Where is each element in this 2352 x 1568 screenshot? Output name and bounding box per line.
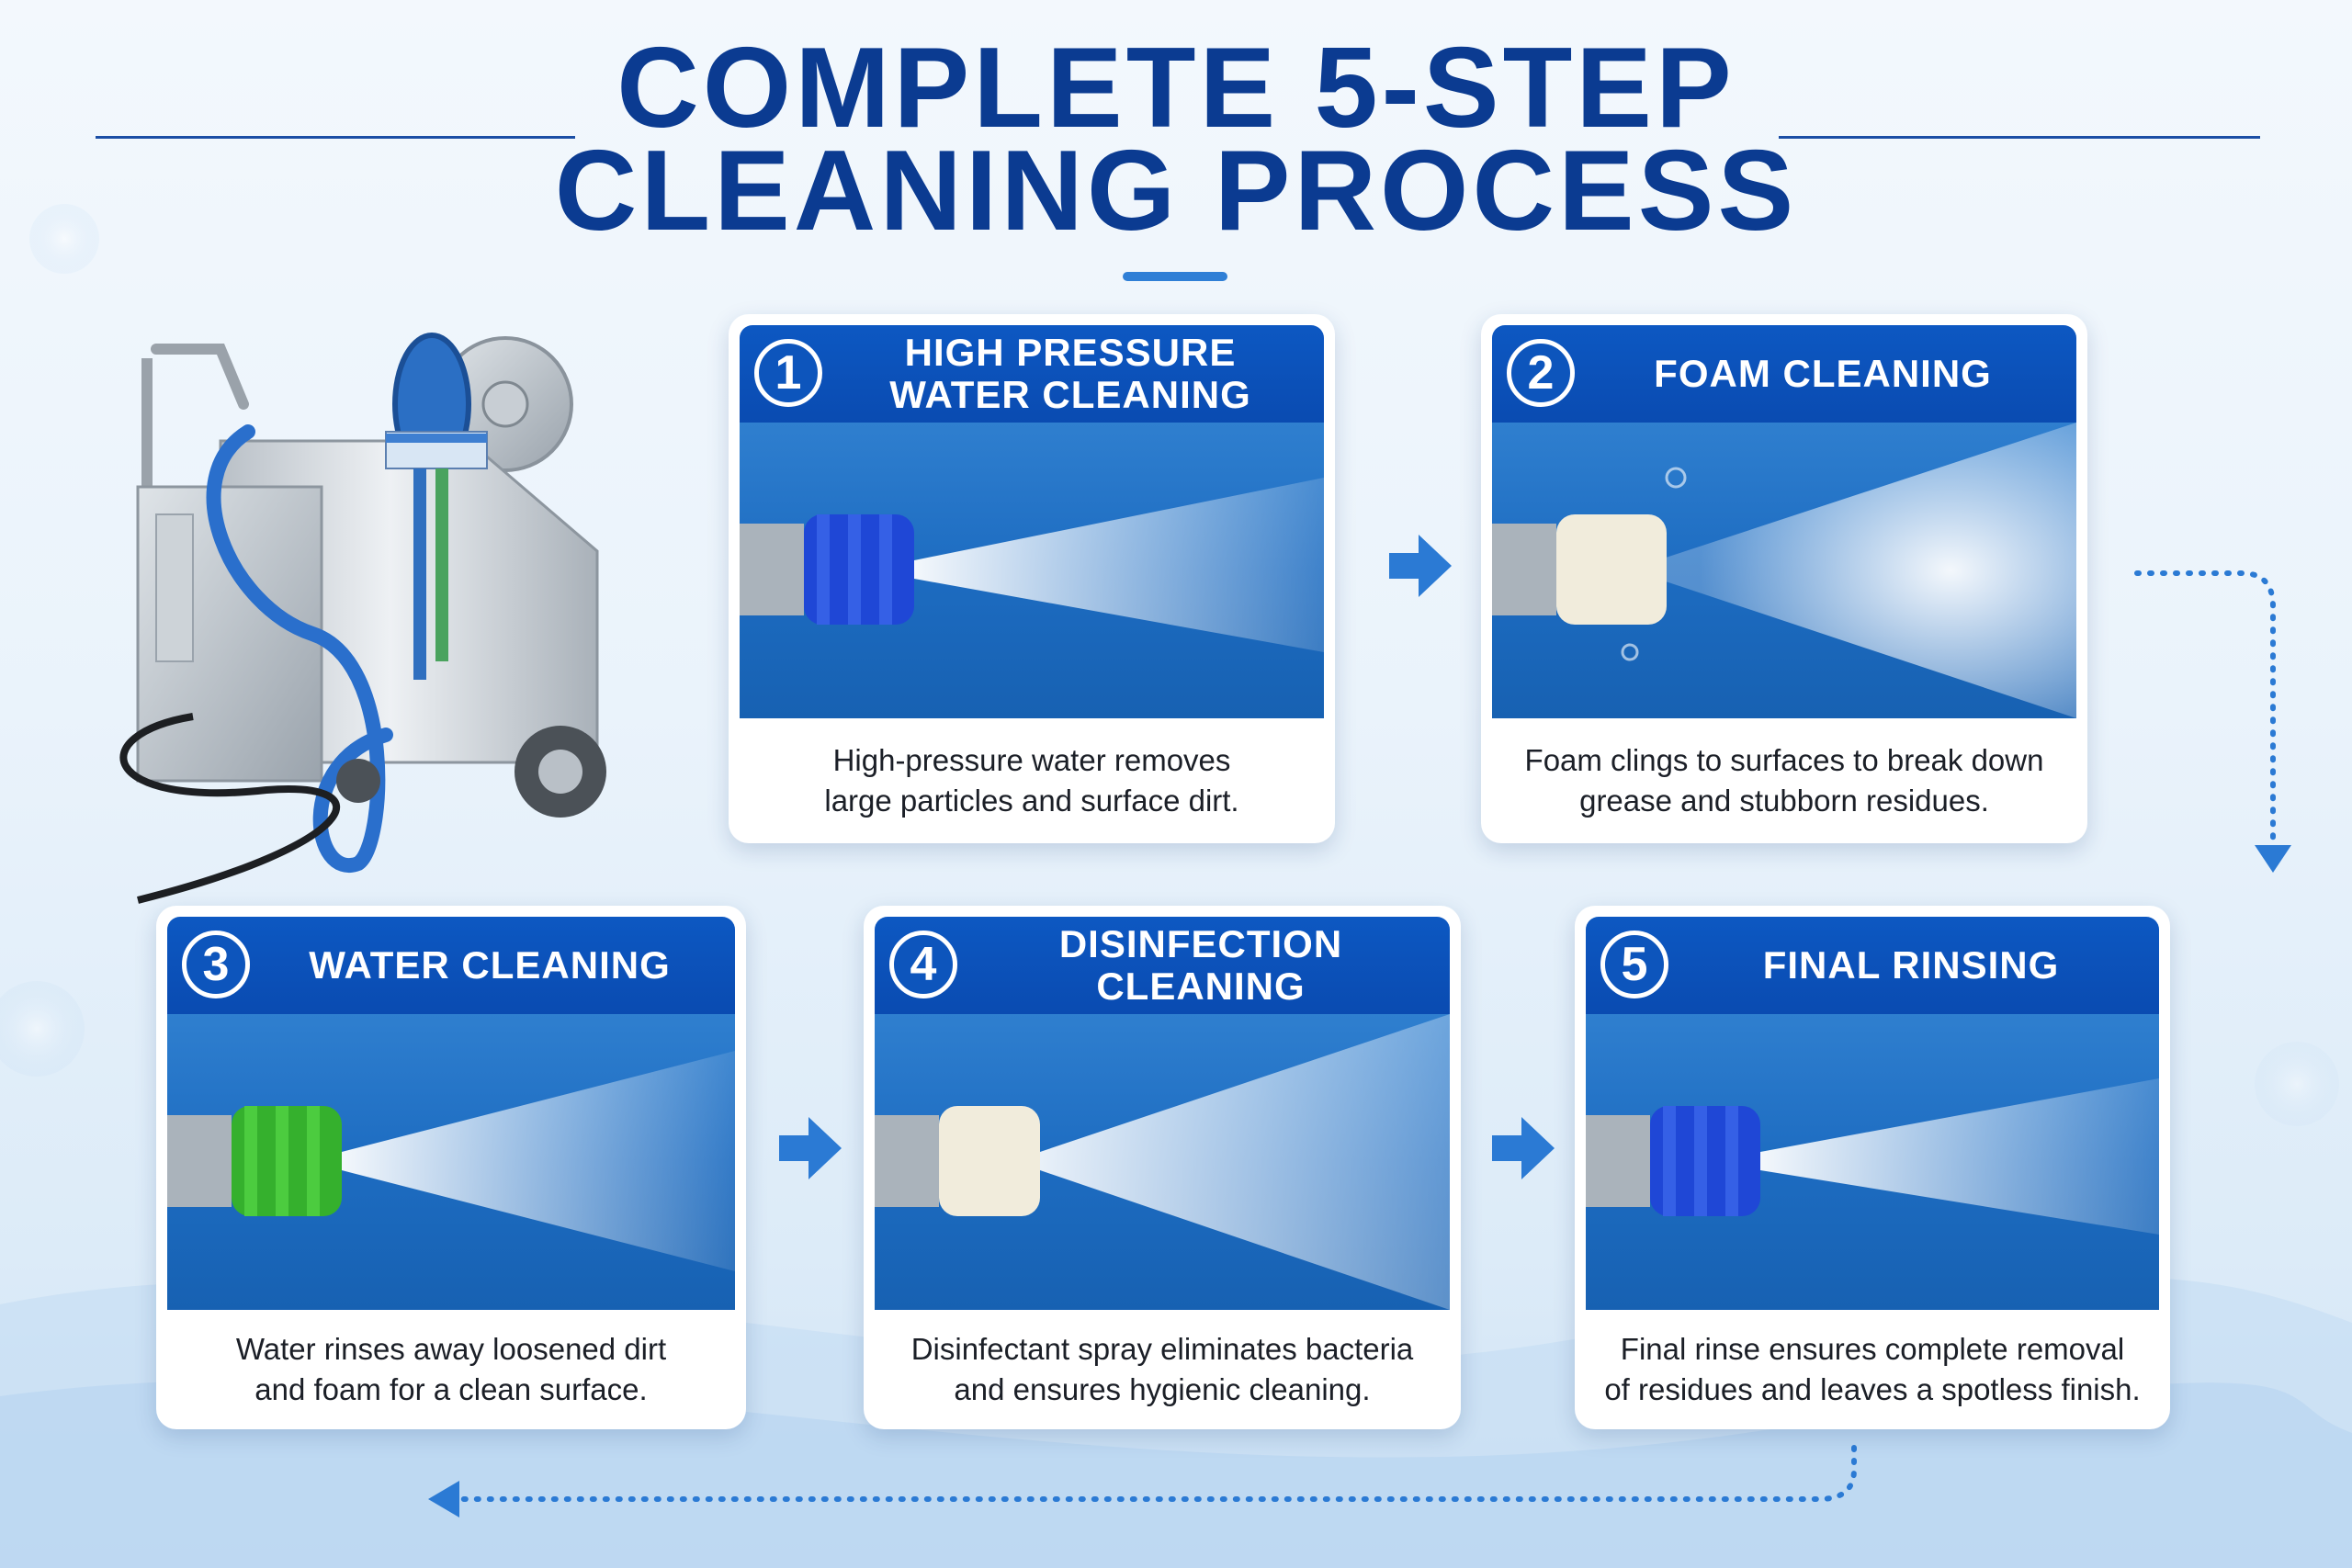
right-arrow-icon: [1389, 535, 1452, 597]
step-desc-line2: large particles and surface dirt.: [824, 784, 1239, 818]
pressure-washer-machine-icon: [119, 333, 606, 904]
step-desc-line2: grease and stubborn residues.: [1579, 784, 1989, 818]
step-number-badge: 3: [182, 931, 250, 998]
step-photo: [1586, 1014, 2159, 1310]
step-desc-line2: of residues and leaves a spotless finish…: [1604, 1372, 2141, 1406]
step-desc-line1: High-pressure water removes: [832, 743, 1231, 777]
step-card-3: 3 WATER CLEANING Water rinses away loose…: [156, 906, 746, 1429]
step-title: DISINFECTION CLEANING: [1058, 922, 1343, 1008]
step-title-line2: WATER CLEANING: [889, 373, 1251, 416]
step-photo: [740, 423, 1324, 718]
step-photo: [167, 1014, 735, 1310]
title-rule-right: [1779, 136, 2260, 139]
step-number-badge: 4: [889, 931, 957, 998]
step-card-2: 2 FOAM CLEANING Foam clings to surfaces …: [1481, 314, 2087, 843]
step-number-badge: 5: [1600, 931, 1668, 998]
spray-nozzle-icon: [167, 1051, 735, 1271]
right-arrow-icon: [1492, 1117, 1555, 1179]
step-desc-line1: Foam clings to surfaces to break down: [1524, 743, 2044, 777]
spray-nozzle-icon: [1492, 423, 2076, 718]
title-underline: [1123, 272, 1227, 281]
step-header: 2 FOAM CLEANING: [1492, 325, 2076, 423]
step-photo: [1492, 423, 2076, 718]
page-title-line1: COMPLETE 5-STEP: [616, 25, 1736, 152]
step-number-badge: 2: [1507, 339, 1575, 407]
step-description: Disinfectant spray eliminates bacteria an…: [875, 1310, 1450, 1429]
step-desc-line1: Water rinses away loosened dirt: [235, 1332, 667, 1366]
right-arrow-icon: [779, 1117, 842, 1179]
step-description: Water rinses away loosened dirt and foam …: [167, 1310, 735, 1429]
page-title: COMPLETE 5-STEP CLEANING PROCESS: [0, 31, 2352, 248]
step-header: 3 WATER CLEANING: [167, 917, 735, 1014]
step-desc-line2: and ensures hygienic cleaning.: [954, 1372, 1371, 1406]
spray-nozzle-icon: [875, 1014, 1450, 1310]
step-desc-line1: Disinfectant spray eliminates bacteria: [910, 1332, 1414, 1366]
step-card-4: 4 DISINFECTION CLEANING Disinfectant spr…: [864, 906, 1461, 1429]
spray-nozzle-icon: [1586, 1078, 2159, 1235]
step-title: FINAL RINSING: [1762, 943, 2060, 987]
step-title: WATER CLEANING: [309, 943, 671, 987]
step-header: 5 FINAL RINSING: [1586, 917, 2159, 1014]
step-description: High-pressure water removes large particl…: [740, 718, 1324, 843]
step-description: Foam clings to surfaces to break down gre…: [1492, 718, 2076, 843]
step-description: Final rinse ensures complete removal of r…: [1586, 1310, 2159, 1429]
step-header: 4 DISINFECTION CLEANING: [875, 917, 1450, 1014]
step-photo: [875, 1014, 1450, 1310]
page-title-line2: CLEANING PROCESS: [554, 128, 1798, 254]
spray-nozzle-icon: [740, 478, 1324, 652]
step-title: FOAM CLEANING: [1654, 352, 1992, 395]
step-desc-line1: Final rinse ensures complete removal: [1620, 1332, 2125, 1366]
step-desc-line2: and foam for a clean surface.: [254, 1372, 648, 1406]
step-number-badge: 1: [754, 339, 822, 407]
title-rule-left: [96, 136, 575, 139]
step-card-5: 5 FINAL RINSING Final rinse ensures comp…: [1575, 906, 2170, 1429]
step-title-line1: HIGH PRESSURE: [904, 331, 1237, 374]
